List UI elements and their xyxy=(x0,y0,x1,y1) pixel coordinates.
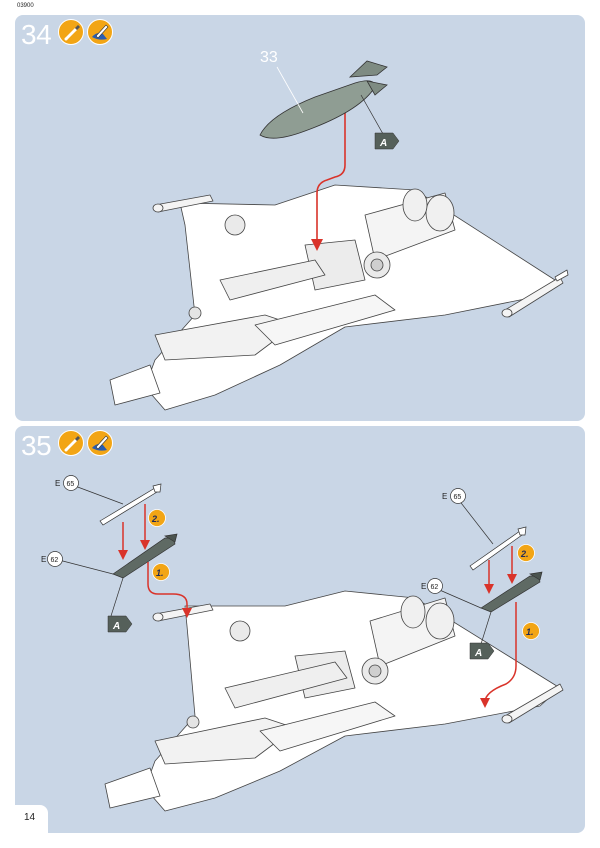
marker-a: A xyxy=(374,132,400,150)
left-order-badge-1: 1. xyxy=(152,563,170,581)
svg-text:A: A xyxy=(474,648,482,659)
svg-text:62: 62 xyxy=(51,557,59,564)
part-33-tank xyxy=(259,60,388,142)
svg-text:1.: 1. xyxy=(526,627,534,637)
svg-text:E: E xyxy=(41,555,46,564)
svg-text:65: 65 xyxy=(454,494,462,501)
right-rail-part-65 xyxy=(457,498,527,571)
right-arrow-1 xyxy=(484,602,517,703)
assembly-arrow xyxy=(316,107,346,243)
svg-text:65: 65 xyxy=(67,481,75,488)
left-rail-callout: E 65 xyxy=(55,475,79,491)
decal-icon xyxy=(87,19,113,45)
left-missile-callout: E 62 xyxy=(41,551,63,567)
left-arrow-1 xyxy=(147,562,188,612)
svg-text:2.: 2. xyxy=(151,514,160,524)
step-icons xyxy=(58,430,113,456)
part-33-label: 33 xyxy=(260,49,278,66)
left-marker-a: A xyxy=(107,615,133,633)
right-order-badge-2: 2. xyxy=(517,544,535,562)
svg-text:E: E xyxy=(55,479,60,488)
step-number: 34 xyxy=(21,19,52,50)
step-34-panel: 34 xyxy=(15,15,585,421)
right-marker-a: A xyxy=(469,642,495,660)
svg-text:E: E xyxy=(421,582,426,591)
right-missile-part-62 xyxy=(434,571,543,645)
page-number-tab xyxy=(15,805,48,833)
left-missile-part-62 xyxy=(54,533,178,617)
right-rail-callout: E 65 xyxy=(442,488,466,504)
aircraft-drawing xyxy=(109,184,569,411)
left-order-badge-2: 2. xyxy=(148,509,166,527)
right-order-badge-1: 1. xyxy=(522,622,540,640)
glue-icon xyxy=(58,19,84,45)
page-number: 14 xyxy=(24,812,36,823)
step-number: 35 xyxy=(21,430,52,461)
svg-text:2.: 2. xyxy=(520,549,529,559)
step-34-drawing: 33 A xyxy=(109,49,569,411)
step-35-panel: 35 xyxy=(15,426,585,833)
glue-icon xyxy=(58,430,84,456)
svg-text:A: A xyxy=(379,138,387,149)
assembly-arrowhead xyxy=(311,239,323,251)
svg-text:E: E xyxy=(442,492,447,501)
left-rail-part-65 xyxy=(74,483,162,526)
svg-text:A: A xyxy=(112,621,120,632)
right-missile-callout: E 62 xyxy=(421,578,443,594)
step-35-drawing: E 65 E 62 2. 1. A xyxy=(41,475,564,812)
step-icons xyxy=(58,19,113,45)
aircraft-drawing xyxy=(104,590,564,812)
document-code: 03900 xyxy=(17,3,34,9)
svg-text:62: 62 xyxy=(431,584,439,591)
decal-icon xyxy=(87,430,113,456)
svg-text:1.: 1. xyxy=(156,568,164,578)
